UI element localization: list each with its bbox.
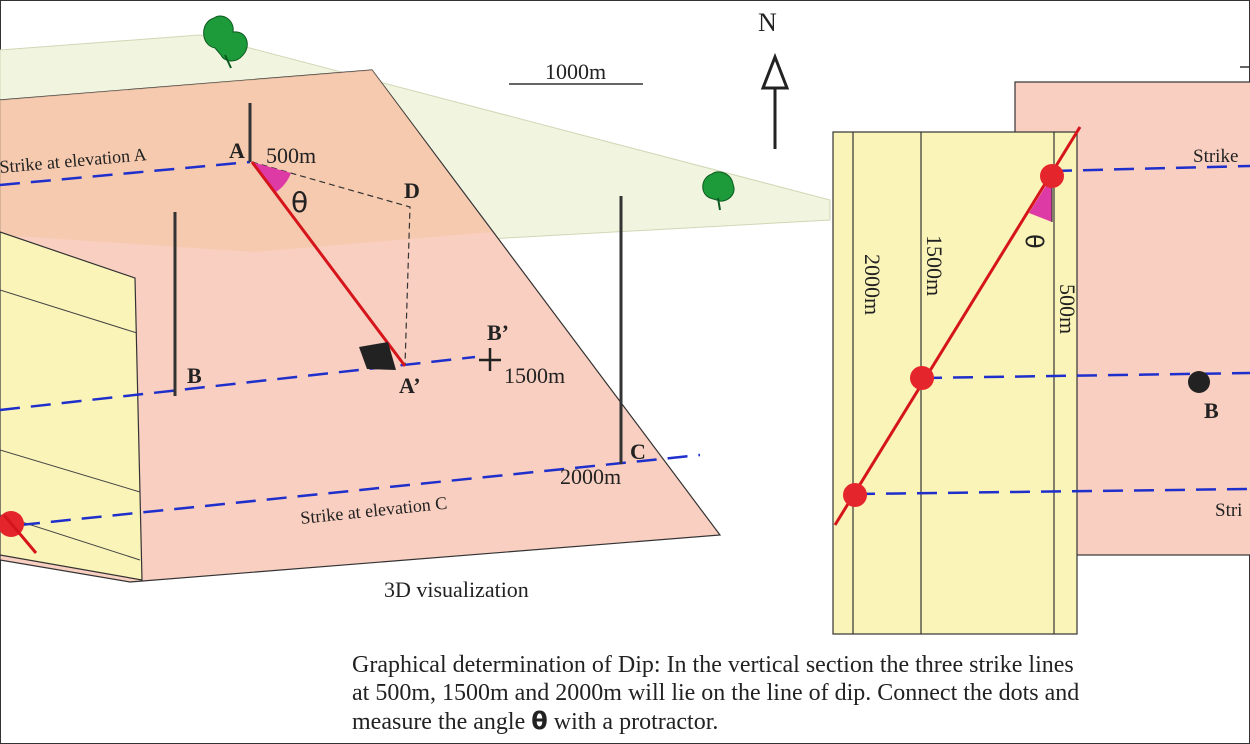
point-a-elevation: 500m [266,143,316,168]
point-c-label: C [630,439,646,464]
cross-marker-icon [479,348,501,371]
point-b-elevation: 1500m [504,363,565,388]
strike-line-1500-section [921,371,1250,380]
left-section-stripe [0,289,138,334]
north-label: N [758,8,777,37]
dot-icon [843,483,867,507]
caption-theta-symbol: θ [531,707,548,735]
point-c-elevation: 2000m [560,464,621,489]
caption: Graphical determination of Dip: In the v… [352,651,1222,736]
caption-text: Graphical determination of Dip: In the v… [352,652,1080,735]
tree-icon [702,171,735,211]
strike-line-b [0,355,476,412]
point-d-label: D [404,178,420,203]
dot-icon [910,366,934,390]
map-point-b-label: B [1204,398,1219,423]
map-strike-label-top: Strike [1193,146,1238,167]
point-b-label: B [187,363,202,388]
scale-label: 1000m [545,59,606,84]
visualization-3d-label: 3D visualization [384,577,529,602]
point-a-label: A [229,138,245,163]
strike-line-2000-section [854,487,1250,496]
point-b-prime-label: B’ [487,320,509,345]
plane-ground-overlap [0,70,492,252]
north-arrow-icon [760,52,790,149]
section-theta-label: θ [1020,234,1048,249]
strike-line-a [0,160,251,187]
section-label-2000m: 2000m [860,254,885,315]
dip-line-section [833,126,1082,526]
dip-line-3d [250,161,407,367]
tree-icon [203,15,248,69]
dip-line-fragment [2,514,38,554]
dip-marker-wedge [359,342,396,370]
section-label-500m: 500m [1055,284,1080,334]
left-section-stripe [0,449,141,493]
point-a-prime-label: A’ [399,373,421,398]
left-section-face [0,231,143,581]
section-dip-angle-wedge [1029,176,1052,222]
strike-line-c [19,453,701,527]
section-label-1500m: 1500m [922,235,947,296]
construction-line [251,161,411,366]
caption-text-end: with a protractor. [547,709,719,735]
dip-angle-wedge [252,162,291,192]
map-strike-label-bottom: Stri [1215,500,1242,521]
dot-icon [1040,164,1064,188]
theta-label-3d: θ [291,186,308,219]
map-point-b-dot [1188,371,1210,393]
strike-line-500-section [1051,164,1250,173]
